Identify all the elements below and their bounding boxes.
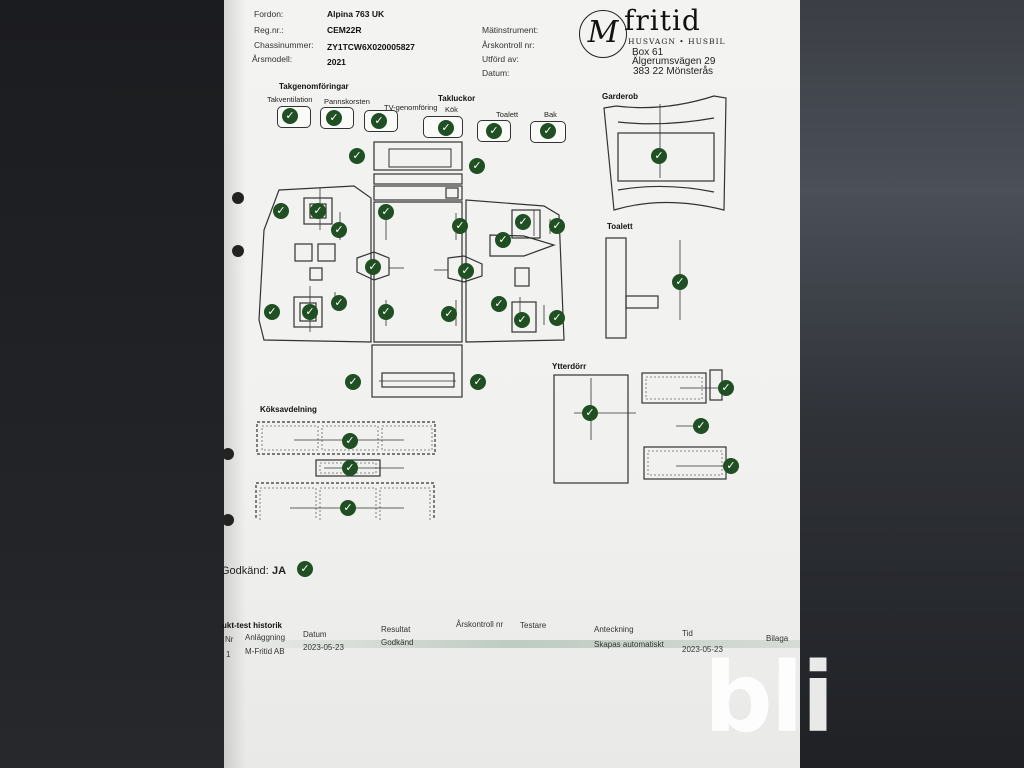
check-pannskorsten: ✓ <box>326 110 342 126</box>
regnr-value: CEM22R <box>327 25 362 35</box>
check-godkand: ✓ <box>297 561 313 577</box>
pannskorsten-label: Pannskorsten <box>324 97 370 106</box>
history-header-nr: Nr <box>225 635 234 644</box>
history-cell-datum: 2023-05-23 <box>303 643 344 652</box>
check-garderob: ✓ <box>651 148 667 164</box>
check-kok-2: ✓ <box>342 460 358 476</box>
arsmodell-value: 2021 <box>327 57 346 67</box>
check-left-6: ✓ <box>331 295 347 311</box>
punch-hole <box>232 245 244 257</box>
history-header-datum: Datum <box>303 630 327 639</box>
brand-name: fritid <box>624 4 701 37</box>
check-left-5: ✓ <box>302 304 318 320</box>
ytterdorr-heading: Ytterdörr <box>552 362 587 371</box>
background-left <box>0 0 224 768</box>
godkand-label: Godkänd: <box>221 565 269 577</box>
history-cell-nr: 1 <box>226 650 231 659</box>
garderob-heading: Garderob <box>602 92 639 101</box>
check-center-1: ✓ <box>378 204 394 220</box>
check-bottom-right: ✓ <box>470 374 486 390</box>
matinstrument-label: Mätinstrument: <box>482 25 539 35</box>
check-right-5: ✓ <box>514 312 530 328</box>
check-kok-3: ✓ <box>340 500 356 516</box>
fordon-value: Alpina 763 UK <box>327 9 385 19</box>
punch-hole <box>222 514 234 526</box>
check-toalett-lucka: ✓ <box>486 123 502 139</box>
check-right-6: ✓ <box>549 310 565 326</box>
history-header-testare: Testare <box>520 621 547 630</box>
check-toalett: ✓ <box>672 274 688 290</box>
punch-hole <box>232 192 244 204</box>
bak-label: Bak <box>544 110 557 119</box>
utford-av-label: Utförd av: <box>482 54 519 64</box>
chassi-value: ZY1TCW6X020005827 <box>327 42 415 52</box>
check-right-1: ✓ <box>515 214 531 230</box>
check-center-6: ✓ <box>441 306 457 322</box>
history-header-anteckning: Anteckning <box>594 625 634 634</box>
takventilation-label: Takventilation <box>267 95 313 104</box>
tv-genomforing-label: TV-genomföring <box>384 103 438 112</box>
fordon-label: Fordon: <box>254 9 284 19</box>
check-right-3: ✓ <box>495 232 511 248</box>
history-cell-anteckning: Skapas automatiskt <box>594 640 664 649</box>
address-street: Älgerumsvägen 29 <box>632 56 716 67</box>
history-header-tid: Tid <box>682 629 693 638</box>
history-header-bilaga: Bilaga <box>766 634 789 643</box>
check-top-right: ✓ <box>469 158 485 174</box>
history-header-anlaggning: Anläggning <box>245 633 286 642</box>
check-left-3: ✓ <box>331 222 347 238</box>
history-header-resultat: Resultat <box>381 625 411 634</box>
toalett-heading: Toalett <box>607 222 633 231</box>
check-ytterdorr-main: ✓ <box>582 405 598 421</box>
address-city: 383 22 Mönsterås <box>633 66 714 77</box>
chassi-label: Chassinummer: <box>254 40 314 50</box>
history-cell-anlaggning: M-Fritid AB <box>245 647 285 656</box>
history-cell-resultat: Godkänd <box>381 638 414 647</box>
check-bottom-left: ✓ <box>345 374 361 390</box>
history-band <box>224 640 800 648</box>
history-title: ukt-test historik <box>222 621 283 630</box>
check-left-4: ✓ <box>264 304 280 320</box>
inspection-sheet: Fordon: Alpina 763 UK Reg.nr.: CEM22R Ch… <box>221 0 800 768</box>
check-right-4: ✓ <box>491 296 507 312</box>
check-ytterdorr-1: ✓ <box>718 380 734 396</box>
arskontroll-label: Årskontroll nr: <box>482 40 535 50</box>
koksavdelning-heading: Köksavdelning <box>260 405 317 414</box>
check-bak-lucka: ✓ <box>540 123 556 139</box>
history-cell-tid: 2023-05-23 <box>682 645 723 654</box>
datum-label: Datum: <box>482 68 510 78</box>
check-kok-1: ✓ <box>342 433 358 449</box>
floorplan-diagram <box>255 95 727 520</box>
arsmodell-label: Årsmodell: <box>252 54 293 64</box>
check-left-1: ✓ <box>273 203 289 219</box>
check-kok-lucka: ✓ <box>438 120 454 136</box>
check-center-5: ✓ <box>378 304 394 320</box>
check-top-left: ✓ <box>349 148 365 164</box>
check-ytterdorr-2: ✓ <box>693 418 709 434</box>
check-center-4: ✓ <box>458 263 474 279</box>
toalett-top-label: Toalett <box>496 110 519 119</box>
godkand-value: JA <box>272 565 287 577</box>
takluckor-heading: Takluckor <box>438 94 476 103</box>
history-header-arskontroll: Årskontroll nr <box>456 620 504 629</box>
brand-tagline: HUSVAGN • HUSBIL <box>628 37 726 46</box>
background-right <box>800 0 1024 768</box>
check-left-2: ✓ <box>310 203 326 219</box>
address-box: Box 61 <box>632 47 664 58</box>
company-logo-icon: M <box>579 10 627 58</box>
check-center-2: ✓ <box>452 218 468 234</box>
check-ytterdorr-3: ✓ <box>723 458 739 474</box>
check-center-3: ✓ <box>365 259 381 275</box>
regnr-label: Reg.nr.: <box>254 25 284 35</box>
kok-label: Kök <box>445 105 458 114</box>
punch-hole <box>222 448 234 460</box>
site-watermark: bli <box>704 642 835 754</box>
takgenomforingar-heading: Takgenomföringar <box>279 82 349 91</box>
check-tv: ✓ <box>371 113 387 129</box>
check-right-2: ✓ <box>549 218 565 234</box>
check-takventilation: ✓ <box>282 108 298 124</box>
